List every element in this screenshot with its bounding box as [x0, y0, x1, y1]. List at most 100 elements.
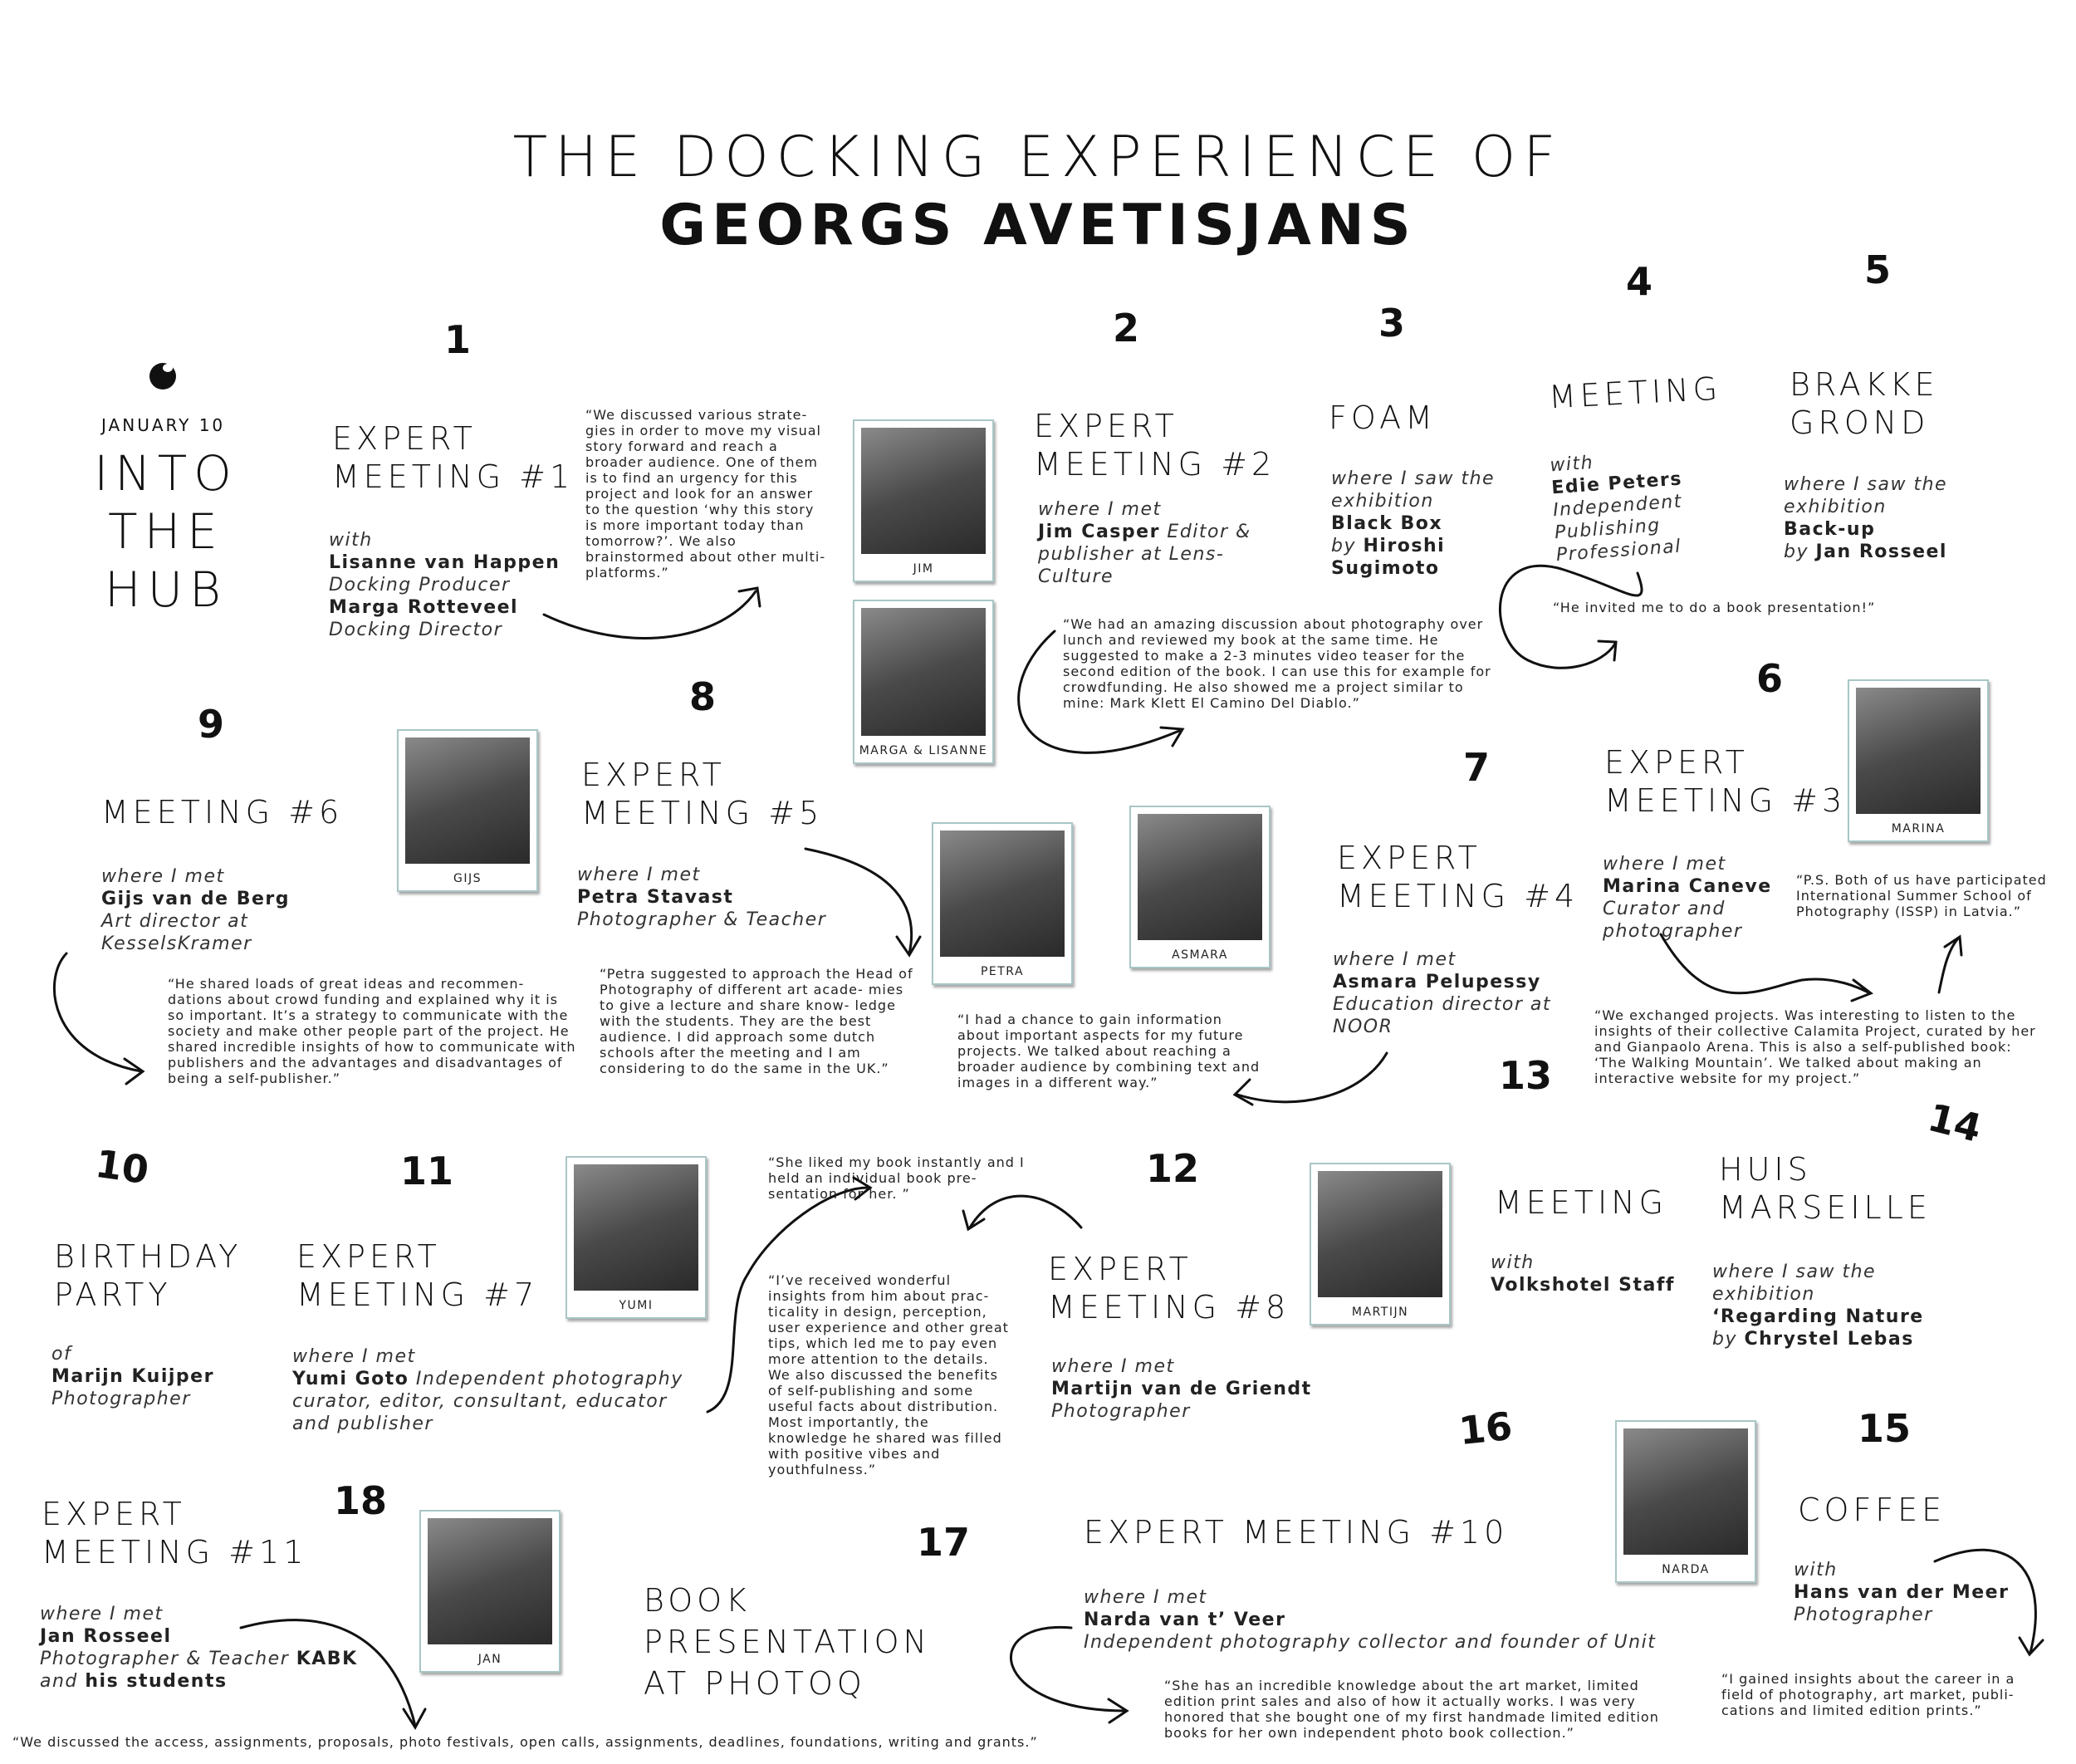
event-6-name: Marina Caneve [1603, 876, 1772, 897]
photo-jim-image [861, 428, 986, 554]
event-8-where: where I met [577, 865, 701, 885]
event-8-role: Photographer & Teacher [577, 909, 827, 930]
photo-jim: JIM [853, 419, 994, 582]
event-2-heading: EXPERT MEETING #2 [1034, 408, 1276, 483]
event-1-role-1: Docking Producer [329, 575, 511, 595]
arrow-8 [804, 847, 913, 955]
event-5-where: where I saw the exhibition [1784, 474, 1948, 517]
event-15-name: Hans van der Meer [1794, 1582, 2010, 1603]
event-16-role: Independent photography collector and fo… [1084, 1632, 1657, 1653]
arrow-15 [1933, 1548, 2037, 1654]
photo-narda-image [1623, 1428, 1748, 1555]
step-number-7: 7 [1463, 745, 1491, 790]
intro-date: JANUARY 10 [101, 415, 226, 435]
event-9-where: where I met [101, 866, 225, 887]
photo-gijs: GIJS [397, 729, 538, 892]
event-5-heading: BRAKKE GROND [1790, 366, 1939, 441]
event-6-ps: “P.S. Both of us have participated Inter… [1796, 872, 2047, 919]
step-number-3: 3 [1378, 301, 1406, 345]
event-14-by: by [1712, 1329, 1737, 1350]
event-14-who: Chrystel Lebas [1744, 1329, 1914, 1350]
event-3-who: Hiroshi Sugimoto [1331, 536, 1446, 579]
photo-gijs-image [405, 737, 530, 864]
arrow-11 [706, 1186, 869, 1414]
intro-title: INTO THE HUB [94, 445, 238, 618]
event-8-name: Petra Stavast [577, 887, 734, 908]
event-10-of: of [51, 1344, 72, 1365]
event-6-heading: EXPERT MEETING #3 [1604, 744, 1847, 819]
photo-jan: JAN [419, 1510, 561, 1673]
event-16-where: where I met [1084, 1587, 1207, 1608]
event-16-name: Narda van t’ Veer [1084, 1610, 1286, 1630]
step-number-9: 9 [198, 702, 225, 747]
event-15-with: with [1794, 1560, 1838, 1580]
event-7-name: Asmara Pelupessy [1333, 972, 1541, 992]
event-5-details: where I saw the exhibition Back-up by Ja… [1784, 473, 1975, 563]
event-10-heading: BIRTHDAY PARTY [54, 1238, 242, 1313]
photo-narda: NARDA [1615, 1420, 1756, 1583]
photo-petra: PETRA [932, 822, 1073, 985]
event-11-name: Yumi Goto [292, 1369, 409, 1389]
arrow-6b [1937, 937, 1960, 994]
event-11-where: where I met [292, 1346, 416, 1367]
event-12-details: where I met Martijn van de Griendt Photo… [1051, 1355, 1325, 1423]
arrow-12 [968, 1194, 1083, 1229]
step-number-6: 6 [1756, 656, 1784, 701]
event-1-details: with Lisanne van Happen Docking Producer… [329, 529, 578, 641]
event-3-where: where I saw the exhibition [1331, 468, 1496, 512]
event-7-role: Education director at NOOR [1333, 994, 1552, 1037]
arrow-18 [239, 1619, 417, 1727]
step-number-17: 17 [917, 1520, 971, 1565]
step-number-12: 12 [1146, 1146, 1200, 1191]
event-9-role: Art director at KesselsKramer [101, 911, 252, 954]
photo-asmara: ASMARA [1129, 806, 1271, 968]
event-4-quote: “He invited me to do a book presentation… [1553, 600, 1876, 615]
event-14-details: where I saw the exhibition ‘Regarding Na… [1712, 1261, 1928, 1350]
arrow-4 [1498, 564, 1643, 669]
event-7-where: where I met [1333, 949, 1457, 970]
arrow-6-head [1850, 978, 1874, 1002]
arrow-1-head [737, 586, 761, 608]
arrow-15-head [2018, 1636, 2044, 1657]
arrow-2-head [1159, 726, 1185, 747]
event-9-heading: MEETING #6 [101, 794, 344, 831]
event-9-quote: “He shared loads of great ideas and reco… [168, 976, 576, 1086]
event-12-where: where I met [1051, 1356, 1175, 1377]
step-number-18: 18 [334, 1478, 388, 1523]
photo-yumi-image [574, 1164, 698, 1291]
event-2-quote: “We had an amazing discussion about phot… [1063, 616, 1491, 711]
arrow-1 [542, 590, 757, 639]
event-2-details: where I met Jim Casper Editor & publishe… [1038, 498, 1287, 588]
arrow-2 [1017, 630, 1181, 754]
event-18-extra: his students [85, 1671, 228, 1692]
arrow-6 [1659, 933, 1870, 995]
photo-martijn-caption: MARTIJN [1351, 1306, 1409, 1319]
photo-marga-lisanne-image [861, 608, 986, 736]
step-number-2: 2 [1113, 306, 1140, 350]
event-17-heading: BOOK PRESENTATION AT PHOTOQ [644, 1582, 931, 1702]
photo-martijn-image [1318, 1171, 1442, 1297]
event-3-what: Black Box [1331, 513, 1443, 534]
event-7-quote: “I had a chance to gain information abou… [957, 1012, 1261, 1090]
event-9-name: Gijs van de Berg [101, 889, 291, 909]
event-3-by: by [1331, 536, 1356, 556]
photo-marina-caption: MARINA [1891, 822, 1946, 835]
event-2-where: where I met [1038, 499, 1162, 520]
photo-petra-caption: PETRA [980, 965, 1025, 978]
event-16-heading: EXPERT MEETING #10 [1084, 1514, 1509, 1551]
event-10-role: Photographer [51, 1389, 191, 1409]
event-14-where: where I saw the exhibition [1712, 1262, 1877, 1305]
event-18-details: where I met Jan Rosseel Photographer & T… [40, 1603, 397, 1693]
arrow-8-head [895, 935, 922, 958]
event-12-name: Martijn van de Griendt [1051, 1379, 1312, 1399]
event-18-heading: EXPERT MEETING #11 [42, 1496, 308, 1570]
step-number-1: 1 [444, 317, 472, 362]
step-number-11: 11 [400, 1149, 454, 1193]
photo-marina: MARINA [1848, 679, 1989, 842]
event-18-and: and [40, 1671, 78, 1692]
event-15-quote: “I gained insights about the career in a… [1721, 1671, 2015, 1718]
step-number-15: 15 [1858, 1406, 1912, 1451]
event-18-role: Photographer & Teacher [40, 1649, 290, 1669]
pin-icon-highlight [163, 364, 173, 372]
arrow-11-head [852, 1176, 873, 1201]
